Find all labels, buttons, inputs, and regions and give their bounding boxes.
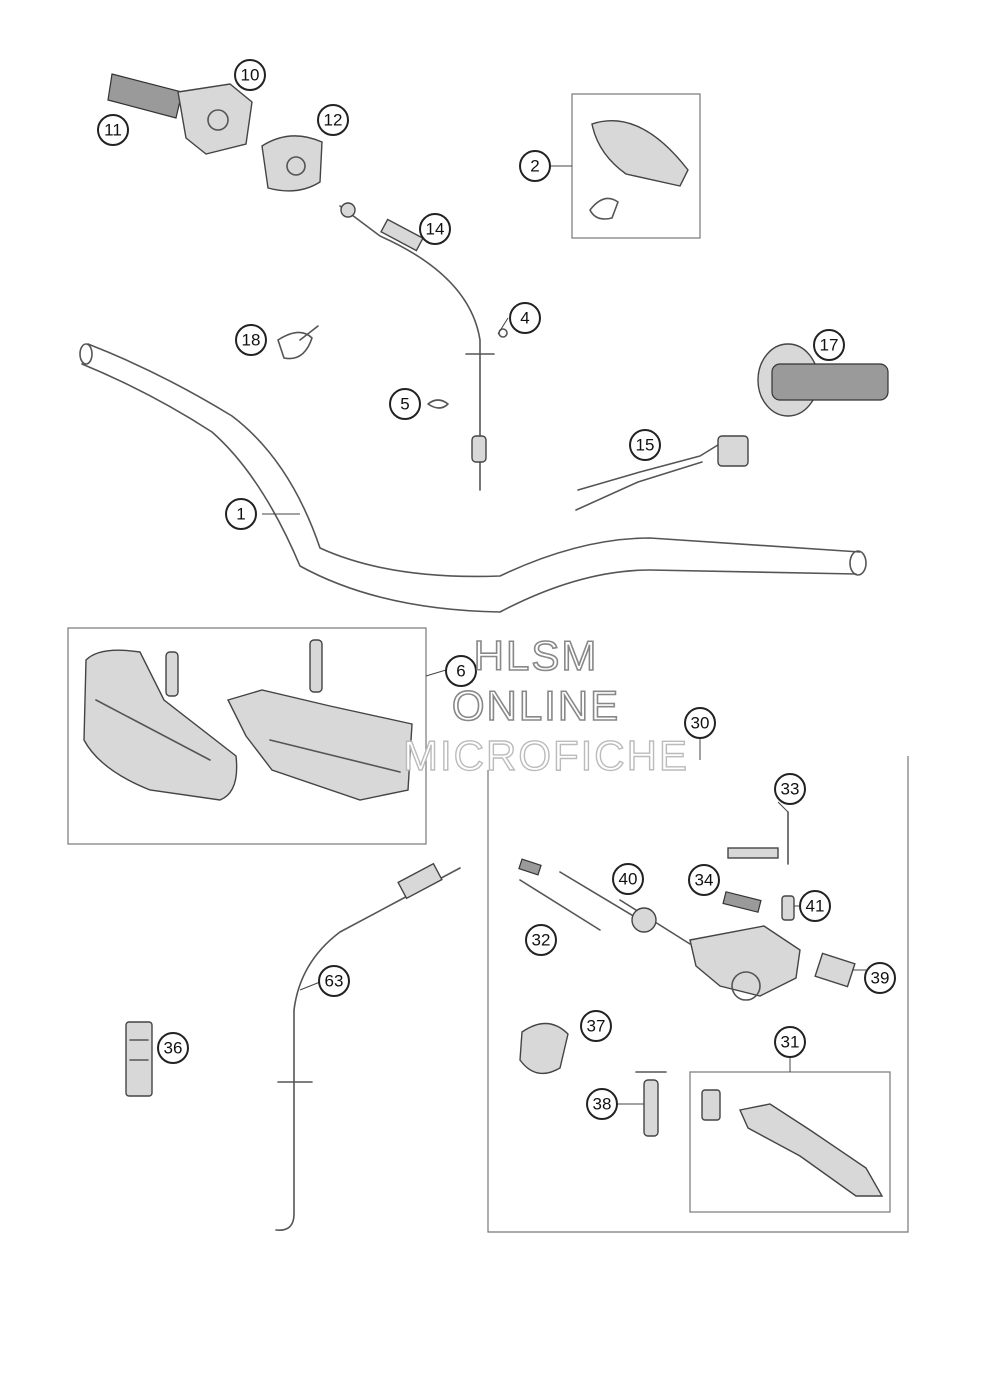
callout-37: 37 xyxy=(580,1010,612,1042)
master-cylinder xyxy=(518,811,856,1001)
clutch-cable xyxy=(275,862,461,1231)
svg-text:18: 18 xyxy=(242,331,261,350)
svg-text:31: 31 xyxy=(781,1033,800,1052)
handlebar xyxy=(79,343,867,613)
callout-33: 33 xyxy=(774,773,806,805)
cap-part xyxy=(519,1022,569,1075)
callout-17: 17 xyxy=(813,329,845,361)
svg-text:40: 40 xyxy=(619,870,638,889)
callout-11: 11 xyxy=(97,114,129,146)
callout-31: 31 xyxy=(774,1026,806,1058)
svg-text:6: 6 xyxy=(456,662,465,681)
svg-text:11: 11 xyxy=(104,121,122,140)
svg-text:15: 15 xyxy=(636,436,655,455)
lever-frame xyxy=(689,1071,891,1213)
handguard-right xyxy=(226,639,413,801)
callout-36: 36 xyxy=(157,1032,189,1064)
svg-text:12: 12 xyxy=(324,111,343,130)
svg-text:1: 1 xyxy=(236,505,245,524)
clutch-assembly-frame xyxy=(487,756,909,1233)
svg-text:17: 17 xyxy=(820,336,839,355)
handguard-left xyxy=(83,649,238,801)
svg-text:34: 34 xyxy=(695,871,714,890)
callout-30: 30 xyxy=(684,707,716,739)
svg-text:63: 63 xyxy=(325,972,344,991)
callout-1: 1 xyxy=(225,498,257,530)
cover-part xyxy=(589,120,689,220)
handguard-frame xyxy=(67,627,427,845)
callout-14: 14 xyxy=(419,213,451,245)
callout-32: 32 xyxy=(525,924,557,956)
svg-text:10: 10 xyxy=(241,66,260,85)
svg-text:33: 33 xyxy=(781,780,800,799)
svg-text:41: 41 xyxy=(806,897,825,916)
callout-12: 12 xyxy=(317,104,349,136)
part-5 xyxy=(427,399,449,409)
svg-text:32: 32 xyxy=(532,931,551,950)
right-grip xyxy=(757,343,889,417)
label-part xyxy=(125,1021,153,1097)
svg-text:14: 14 xyxy=(426,220,445,239)
svg-text:30: 30 xyxy=(691,714,710,733)
callout-39: 39 xyxy=(864,962,896,994)
callout-10: 10 xyxy=(234,59,266,91)
leader-lines xyxy=(262,165,866,1105)
svg-text:39: 39 xyxy=(871,969,890,988)
throttle-cover xyxy=(261,135,323,192)
switch-wire xyxy=(575,435,749,511)
svg-text:5: 5 xyxy=(400,395,409,414)
callout-34: 34 xyxy=(688,864,720,896)
pin-part xyxy=(635,1071,667,1137)
callout-63: 63 xyxy=(318,965,350,997)
throttle-cable xyxy=(339,202,495,491)
callout-5: 5 xyxy=(389,388,421,420)
callout-2: 2 xyxy=(519,150,551,182)
svg-text:38: 38 xyxy=(593,1095,612,1114)
callout-41: 41 xyxy=(799,890,831,922)
callout-4: 4 xyxy=(509,302,541,334)
svg-text:37: 37 xyxy=(587,1017,606,1036)
callout-18: 18 xyxy=(235,324,267,356)
throttle-grip xyxy=(107,73,253,155)
callout-38: 38 xyxy=(586,1088,618,1120)
callout-6: 6 xyxy=(445,655,477,687)
svg-text:2: 2 xyxy=(530,157,539,176)
svg-text:4: 4 xyxy=(520,309,529,328)
callout-15: 15 xyxy=(629,429,661,461)
part-18 xyxy=(277,325,319,360)
svg-text:36: 36 xyxy=(164,1039,183,1058)
callout-40: 40 xyxy=(612,863,644,895)
